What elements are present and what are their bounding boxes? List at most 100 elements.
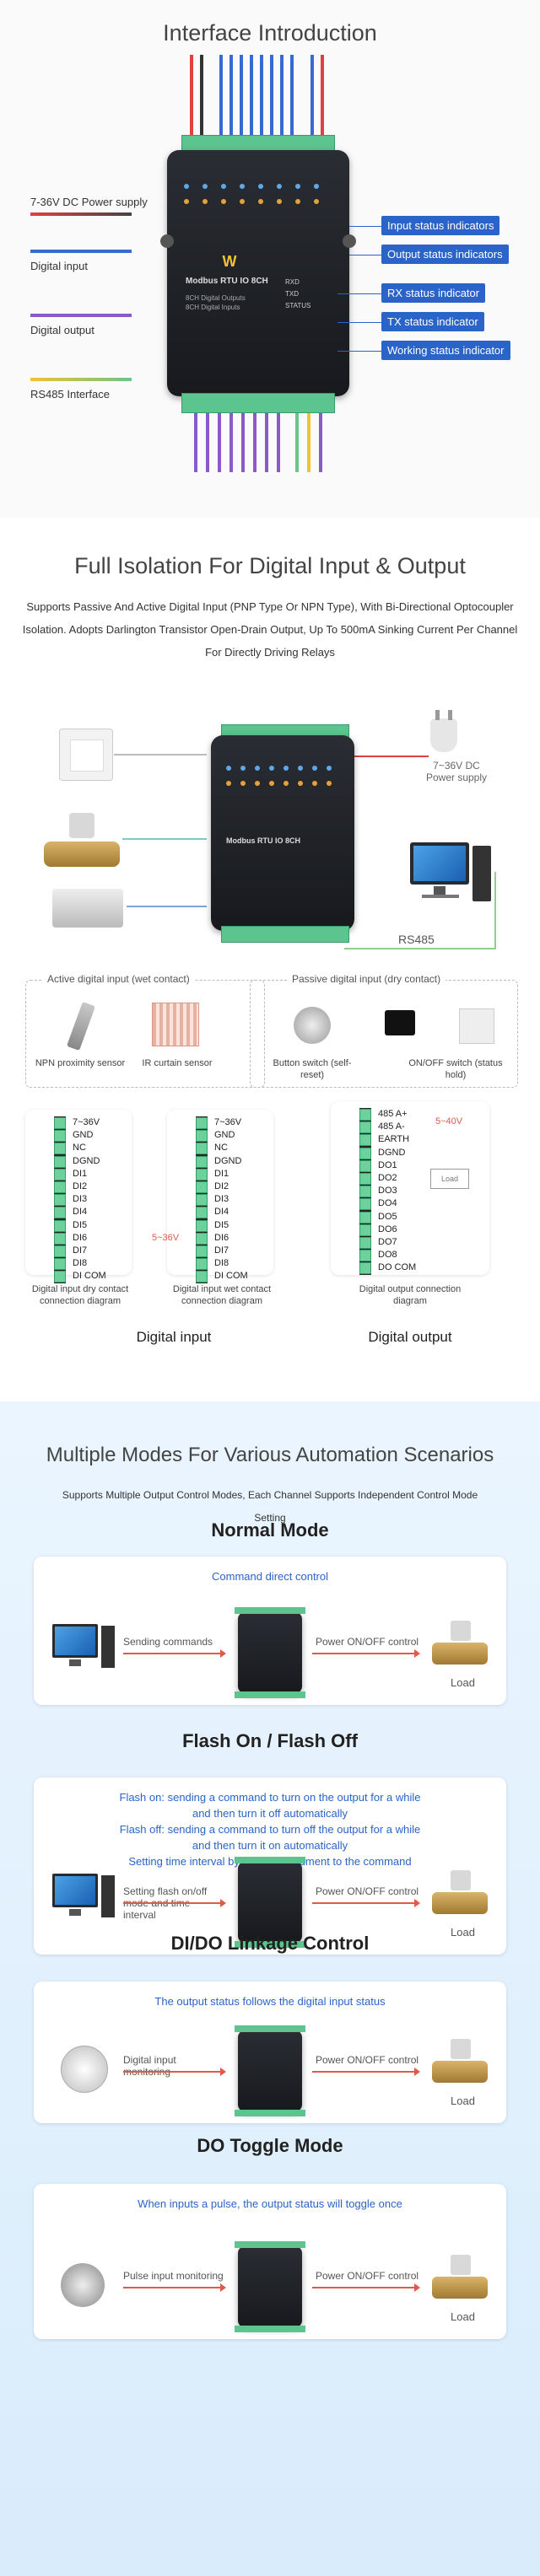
led-grid-2: [226, 766, 339, 816]
mode-description: The output status follows the digital in…: [154, 1995, 386, 2008]
device-lines: 8CH Digital Outputs 8CH Digital Inputs: [186, 294, 246, 311]
round-switch-icon: [52, 2042, 115, 2096]
mode-left-label: Digital input monitoring: [123, 2054, 176, 2078]
pin-label: DO COM: [378, 1262, 417, 1273]
solenoid-valve-icon: [432, 1621, 488, 1671]
arrow-right-icon: [312, 1649, 420, 1658]
tag-output-status: Output status indicators: [381, 245, 509, 264]
pin-label: DO6: [378, 1223, 397, 1234]
pin-label: DGND: [378, 1147, 406, 1158]
terminal-pin-icon: [54, 1168, 66, 1180]
terminal-pin-icon: [196, 1245, 208, 1257]
tag-tx-status: TX status indicator: [381, 312, 484, 331]
status-led: [221, 184, 226, 189]
pin-label: GND: [73, 1130, 94, 1141]
pin-label: DGND: [73, 1155, 100, 1166]
status-led: [298, 781, 303, 786]
output-caption: Digital output connection diagram: [359, 1284, 462, 1306]
mode-right-label: Power ON/OFF control: [316, 2054, 419, 2066]
status-led: [277, 199, 282, 204]
terminal-pin-icon: [196, 1232, 208, 1245]
terminal-pin-icon: [359, 1211, 371, 1223]
terminal-pin-icon: [196, 1168, 208, 1180]
status-led: [240, 199, 245, 204]
terminal-pin-icon: [196, 1207, 208, 1219]
solenoid-valve-icon: [432, 2039, 488, 2089]
label-digital-input: Digital input: [30, 260, 88, 272]
digital-input-caption: Digital input: [136, 1329, 212, 1345]
terminal-pin-icon: [196, 1130, 208, 1143]
arrow-right-icon: [123, 1649, 226, 1658]
io-module: W Modbus RTU IO 8CH 8CH Digital Outputs …: [160, 150, 356, 396]
output-voltage-label: 5~40V: [435, 1116, 463, 1127]
status-led: [258, 184, 263, 189]
power-plug-icon: [422, 710, 466, 754]
status-led: [202, 199, 208, 204]
led-labels: RXD TXD STATUS: [285, 278, 311, 309]
pin-label: DI7: [214, 1245, 230, 1256]
terminal-pin-icon: [359, 1223, 371, 1236]
pin-label: 7~36V: [73, 1117, 100, 1127]
pin-label: DI6: [214, 1232, 230, 1243]
dry-caption: Digital input dry contact connection dia…: [31, 1284, 129, 1306]
status-led: [295, 199, 300, 204]
terminal-pin-icon: [359, 1198, 371, 1211]
pin-label: DI7: [73, 1245, 88, 1256]
pin-label: DI4: [73, 1207, 88, 1218]
pin-label: DI8: [214, 1258, 230, 1269]
waveshare-logo-icon: W: [222, 253, 237, 270]
pin-label: DO2: [378, 1173, 397, 1184]
modes-subtitle: Supports Multiple Output Control Modes, …: [62, 1489, 478, 1524]
rocker-switch-icon: [385, 1010, 415, 1035]
arrow-right-icon: [123, 1899, 226, 1907]
pin-label: DI2: [214, 1181, 230, 1192]
status-led: [295, 184, 300, 189]
terminal-pin-icon: [196, 1219, 208, 1232]
arrow-right-icon: [123, 2283, 226, 2292]
pin-label: DI5: [73, 1219, 88, 1230]
terminal-pin-icon: [54, 1181, 66, 1193]
label-digital-output: Digital output: [30, 324, 94, 336]
terminal-pin-icon: [359, 1173, 371, 1185]
status-led: [240, 766, 246, 771]
mode-title: Normal Mode: [211, 1519, 329, 1541]
status-led: [269, 781, 274, 786]
onoff-switch-label: ON/OFF switch (status hold): [408, 1058, 503, 1080]
terminal-pin-icon: [54, 1117, 66, 1129]
pin-label: DO3: [378, 1186, 397, 1197]
status-led: [184, 184, 189, 189]
button-switch-label: Button switch (self-reset): [273, 1058, 352, 1080]
push-button-icon: [52, 2258, 115, 2312]
isolation-section: Full Isolation For Digital Input & Outpu…: [0, 518, 540, 1401]
terminal-pin-icon: [359, 1250, 371, 1262]
pin-label: NC: [73, 1143, 86, 1154]
status-led: [255, 766, 260, 771]
device-name: Modbus RTU IO 8CH: [186, 277, 268, 286]
status-led: [221, 199, 226, 204]
mode-description: When inputs a pulse, the output status w…: [138, 2197, 402, 2210]
pin-label: DGND: [214, 1155, 242, 1166]
mode-left-label: Sending commands: [123, 1636, 213, 1648]
load-label: Load: [451, 2310, 475, 2323]
arrow-right-icon: [312, 2068, 420, 2076]
npn-label: NPN proximity sensor: [35, 1058, 126, 1068]
status-led: [269, 766, 274, 771]
mount-hole-right: [343, 234, 356, 248]
pin-label: 485 A-: [378, 1121, 405, 1132]
pin-label: 7~36V: [214, 1117, 242, 1127]
mount-hole-left: [160, 234, 174, 248]
terminal-pin-icon: [54, 1194, 66, 1207]
pin-label: DI1: [73, 1168, 88, 1179]
load-label: Load: [451, 2095, 475, 2107]
computer-icon: [52, 1624, 115, 1678]
status-led: [184, 199, 189, 204]
mode-right-label: Power ON/OFF control: [316, 2270, 419, 2282]
arrow-right-icon: [312, 1899, 420, 1907]
isolation-subtitle: Supports Passive And Active Digital Inpu…: [22, 600, 518, 659]
terminal-pin-icon: [359, 1147, 371, 1159]
status-led: [226, 766, 231, 771]
pin-label: DO4: [378, 1198, 397, 1209]
ir-label: IR curtain sensor: [142, 1058, 213, 1068]
